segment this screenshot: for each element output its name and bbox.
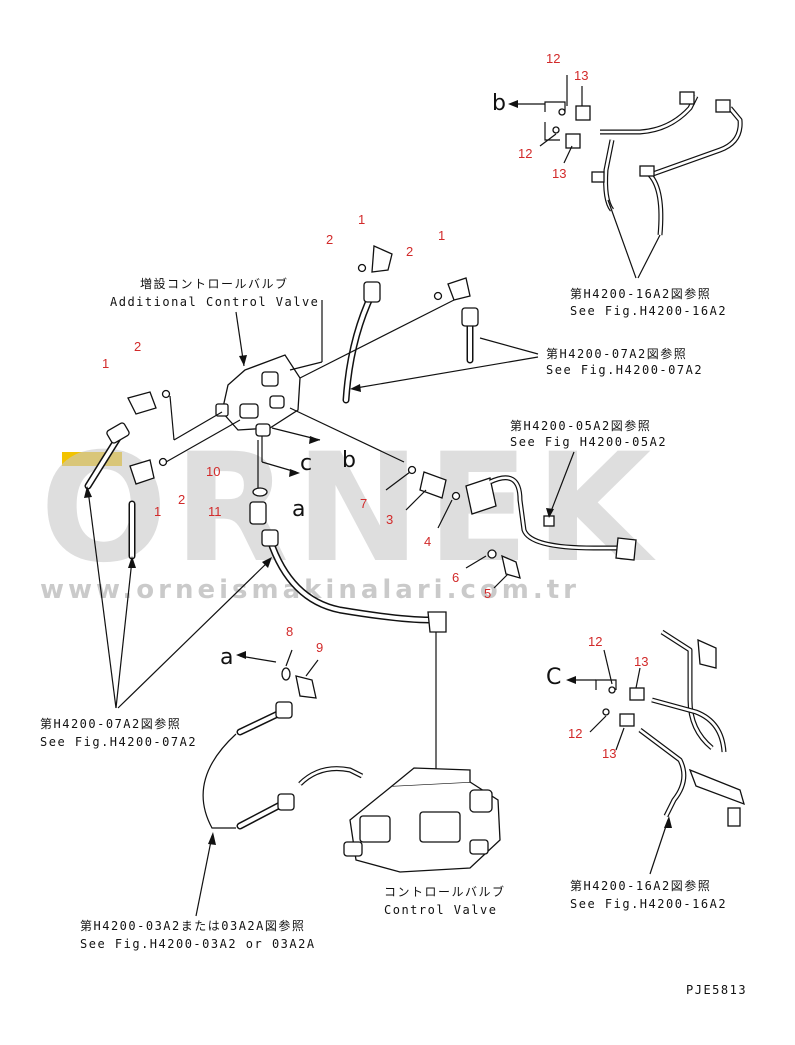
connection-letter-a-mid: a: [292, 497, 305, 522]
part-number-7: 7: [360, 496, 367, 511]
adapter-3: [419, 471, 447, 499]
hose-fitting: [261, 529, 279, 547]
washer-6: [487, 549, 497, 559]
bottom-right-pipe-assembly: [566, 629, 745, 875]
pipe-clamp: [639, 165, 655, 177]
oring-12-upper: [558, 108, 566, 116]
hose-fitting: [277, 793, 295, 811]
part-number-9: 9: [316, 640, 323, 655]
oring-7: [407, 465, 417, 475]
adapter-9: [295, 675, 317, 699]
part-number-12: 12: [518, 146, 532, 161]
ref-07a2-right-en: See Fig.H4200-07A2: [546, 363, 703, 377]
elbow-fitting: [427, 611, 447, 633]
ref-07a2-left-jp: 第H4200-07A2図参照: [40, 716, 181, 731]
fitting-13-lower: [565, 133, 581, 149]
oring-2: [161, 389, 171, 399]
part-number-1: 1: [102, 356, 109, 371]
adapter-11: [249, 501, 267, 525]
ref-05a2-jp: 第H4200-05A2図参照: [510, 418, 651, 433]
drawing-code: PJE5813: [686, 983, 747, 997]
part-number-12: 12: [546, 51, 560, 66]
oring-2: [158, 457, 168, 467]
ref-05a2-en: See Fig H4200-05A2: [510, 435, 667, 449]
oring-4: [451, 491, 461, 501]
part-number-13: 13: [574, 68, 588, 83]
elbow-fitting-1: [129, 459, 155, 485]
part-number-13: 13: [552, 166, 566, 181]
fitting-13-upper: [575, 105, 591, 121]
ref-07a2-left-en: See Fig.H4200-07A2: [40, 735, 197, 749]
pipe-fitting: [679, 91, 695, 105]
connection-letter-c-right: C: [546, 665, 561, 690]
additional-control-valve: [215, 354, 301, 437]
fitting-13-upper: [629, 687, 645, 701]
connection-letter-c-mid: c: [300, 451, 312, 476]
elbow-fitting-1: [371, 245, 393, 273]
ref-07a2-right-jp: 第H4200-07A2図参照: [546, 346, 687, 361]
pipe-fitting: [715, 99, 731, 113]
oring-12-upper: [608, 686, 616, 694]
tube-end-flange: [615, 537, 637, 561]
connection-letter-b-top: b: [492, 91, 506, 116]
part-number-8: 8: [286, 624, 293, 639]
part-number-13: 13: [602, 746, 616, 761]
connection-letter-a-lower: a: [220, 645, 233, 670]
part-number-5: 5: [484, 586, 491, 601]
ref-16a2-bottom-en: See Fig.H4200-16A2: [570, 897, 727, 911]
part-number-12: 12: [588, 634, 602, 649]
part-number-10: 10: [206, 464, 220, 479]
hose-fitting: [275, 701, 293, 719]
part-number-4: 4: [424, 534, 431, 549]
hose-fitting: [363, 281, 381, 303]
part-number-2: 2: [326, 232, 333, 247]
ref-03a2-jp: 第H4200-03A2または03A2A図参照: [80, 918, 305, 933]
control-valve: [343, 767, 501, 873]
fitting-13-lower: [619, 713, 635, 727]
pipe-clamp: [591, 171, 605, 183]
elbow-fitting-1: [447, 277, 471, 301]
oring-2: [433, 291, 443, 301]
oring-12-lower: [552, 126, 560, 134]
part-number-3: 3: [386, 512, 393, 527]
part-number-12: 12: [568, 726, 582, 741]
hose-fitting: [106, 422, 130, 444]
additional-valve-label-jp: 増設コントロールバルブ: [140, 276, 289, 291]
part-number-2: 2: [406, 244, 413, 259]
oring-12-lower: [602, 708, 610, 716]
part-number-2: 2: [134, 339, 141, 354]
oring-10: [252, 487, 268, 497]
oring-8: [281, 667, 291, 681]
part-number-2: 2: [178, 492, 185, 507]
ref-16a2-bottom-jp: 第H4200-16A2図参照: [570, 878, 711, 893]
part-number-13: 13: [634, 654, 648, 669]
ref-03a2-en: See Fig.H4200-03A2 or 03A2A: [80, 937, 316, 951]
part-number-1: 1: [358, 212, 365, 227]
part-number-1: 1: [154, 504, 161, 519]
part-number-11: 11: [208, 504, 222, 519]
control-valve-label-en: Control Valve: [384, 903, 497, 917]
part-number-6: 6: [452, 570, 459, 585]
part-number-1: 1: [438, 228, 445, 243]
flange-block: [465, 477, 497, 515]
top-right-pipe-assembly: [508, 75, 743, 279]
additional-valve-label-en: Additional Control Valve: [110, 295, 319, 309]
bolt-5: [501, 554, 521, 579]
oring-2: [357, 263, 367, 273]
control-valve-label-jp: コントロールバルブ: [384, 884, 506, 899]
elbow-fitting-1: [127, 391, 157, 415]
hose-fitting: [461, 307, 479, 327]
ref-16a2-top-jp: 第H4200-16A2図参照: [570, 286, 711, 301]
connection-letter-b-mid: b: [342, 448, 356, 473]
ref-16a2-top-en: See Fig.H4200-16A2: [570, 304, 727, 318]
